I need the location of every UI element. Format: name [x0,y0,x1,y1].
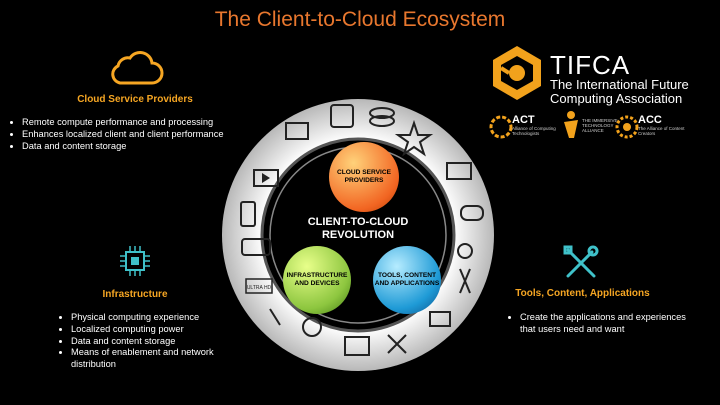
vr-headset-icon [302,317,322,337]
gamepad-icon [460,205,484,221]
list-item: Enhances localized client and client per… [22,129,267,141]
list-item: Physical computing experience [71,312,241,324]
tools-ball: TOOLS, CONTENT AND APPLICATIONS [373,246,441,314]
tifca-subtitle-line: The International Future [550,77,689,92]
microscope-icon [269,308,281,326]
center-title: CLIENT-TO-CLOUD REVOLUTION [300,216,416,242]
cloud-providers-title: Cloud Service Providers [77,94,193,105]
circuit-icon [330,104,354,128]
cloud-providers-ball: CLOUD SERVICE PROVIDERS [329,142,399,212]
act-abbr: ACT [512,114,535,126]
infrastructure-list: Physical computing experience Localized … [57,312,241,371]
tifca-logo-icon [493,46,541,100]
tifca-subtitle-line: Computing Association [550,91,683,106]
acc-abbr: ACC [638,114,662,126]
tools-title: Tools, Content, Applications [515,288,650,299]
acc-desc: The Alliance of Content Creators [638,126,685,136]
center-title-line: REVOLUTION [321,229,395,241]
rack-icon [344,336,370,356]
tools-list: Create the applications and experiences … [506,312,690,336]
star-icon [394,119,434,157]
act-logo-icon [489,115,513,139]
desktop-icon [429,311,451,327]
list-item: Data and content storage [71,336,241,348]
ultra-hd-label: ULTRA HD [247,285,272,291]
list-item: Data and content storage [22,141,267,153]
acc-logo-icon [615,115,639,139]
list-item: Localized computing power [71,324,241,336]
act-desc: Alliance of Computing Technologists [512,126,556,136]
list-item: Remote compute performance and processin… [22,117,267,129]
cloud-icon [111,51,164,85]
center-title-line: CLIENT-TO-CLOUD [307,216,409,228]
tifca-name: TIFCA [550,50,631,80]
presentation-icon [285,122,309,140]
server-icon [369,107,395,119]
page-title: The Client-to-Cloud Ecosystem [214,8,506,31]
ultra-hd-icon [245,278,273,294]
list-item: Means of enablement and network distribu… [71,347,241,371]
ita-desc: THE IMMERSIVE TECHNOLOGY ALLIANCE [582,118,618,133]
tifca-subtitle: The International Future Computing Assoc… [550,78,720,106]
monitor-icon [446,162,472,180]
play-icon [262,173,270,183]
list-item: Create the applications and experiences … [520,312,690,336]
phone-icon [240,201,256,227]
vr-user-icon [457,243,473,259]
chip-icon [120,246,150,276]
infrastructure-title: Infrastructure [102,289,168,300]
hand-device-icon [241,238,271,256]
acc-org: ACC The Alliance of Content Creators [638,114,693,136]
person-logo-icon [564,111,578,138]
infrastructure-ball: INFRASTRUCTURE AND DEVICES [283,246,351,314]
cloud-providers-list: Remote compute performance and processin… [8,117,267,152]
video-player-icon [253,169,279,187]
act-org: ACT Alliance of Computing Technologists [512,114,562,136]
tools-icon [563,245,599,278]
